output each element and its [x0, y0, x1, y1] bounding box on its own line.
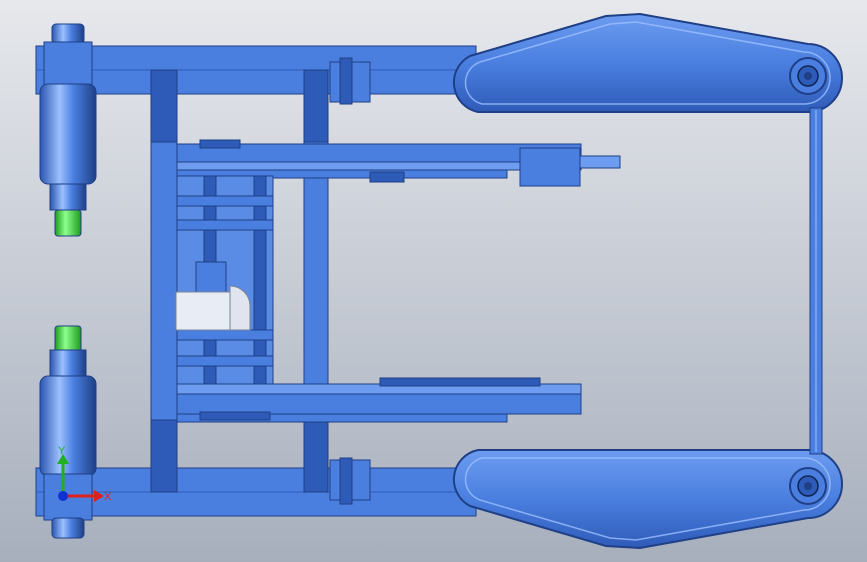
coupler-upper[interactable]	[329, 57, 371, 105]
rail-assembly-upper[interactable]	[176, 139, 621, 187]
upper-rail-tip[interactable]	[579, 155, 621, 169]
rail-assembly-lower[interactable]	[176, 377, 582, 423]
upper-arm[interactable]	[452, 12, 843, 113]
central-carriage[interactable]	[175, 175, 274, 385]
main-frame[interactable]	[35, 45, 477, 517]
side-chain[interactable]	[809, 107, 823, 455]
actuator-lower-body[interactable]	[39, 375, 97, 477]
triad-x-label: X	[104, 491, 112, 503]
lower-arm[interactable]	[452, 449, 843, 550]
actuator-lower-motor[interactable]	[54, 325, 82, 353]
coupler-lower[interactable]	[329, 457, 371, 505]
actuator-upper[interactable]	[39, 23, 97, 237]
coordinate-triad: Y X	[57, 445, 112, 503]
actuator-upper-motor[interactable]	[54, 209, 82, 237]
actuator-upper-body[interactable]	[39, 83, 97, 185]
actuator-lower-cap	[51, 517, 85, 539]
actuator-upper-cap	[51, 23, 85, 45]
triad-y-label: Y	[58, 445, 66, 457]
